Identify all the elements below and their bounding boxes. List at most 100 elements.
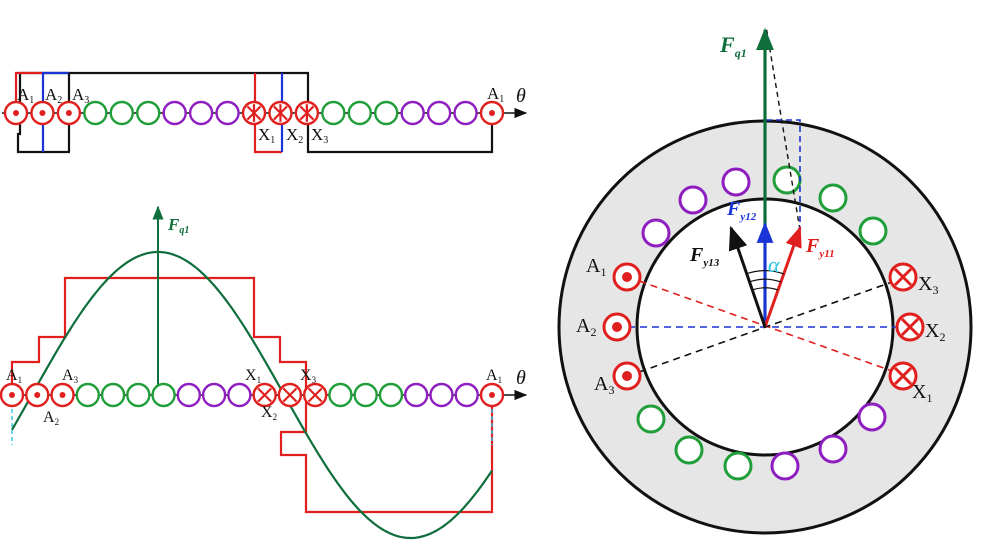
- top-slot-1: [3, 100, 29, 126]
- bottom-slot-16: [378, 382, 404, 408]
- top-slot-4: [83, 100, 108, 126]
- top-theta-label: θ: [516, 85, 526, 107]
- alpha-arc-2: [748, 278, 782, 283]
- svg-text:X3: X3: [311, 125, 328, 146]
- bottom-fq1-label: Fq1: [167, 215, 189, 236]
- ring-slot-12: [636, 404, 666, 434]
- top-slot-17: [426, 100, 452, 126]
- svg-text:A1: A1: [486, 367, 502, 385]
- label-a3: A3: [594, 373, 614, 397]
- top-slot-10: [241, 100, 267, 126]
- ring-slot-10: [723, 451, 753, 481]
- svg-text:A2: A2: [45, 85, 62, 106]
- bottom-slot-15: [353, 382, 378, 408]
- label-x1: X1: [912, 381, 932, 405]
- fy11-label: Fy11: [805, 235, 835, 260]
- bottom-theta-label: θ: [516, 367, 526, 389]
- svg-text:X2: X2: [261, 404, 277, 422]
- top-slot-2: [30, 100, 55, 126]
- top-slot-row: [3, 100, 505, 126]
- conductor-x2: [895, 312, 925, 342]
- ring-slot-7: [857, 402, 887, 432]
- ring-slot-8: [818, 434, 848, 464]
- bottom-slot-14: [328, 382, 353, 408]
- bottom-slot-7: [151, 382, 176, 408]
- bottom-lower-labels: A2 X2: [43, 404, 277, 427]
- bottom-slot-8: [176, 382, 202, 408]
- label-x2: X2: [925, 320, 945, 344]
- bottom-slot-20: [479, 382, 505, 408]
- stator-slot-ring: [636, 165, 888, 481]
- projection-dash-black: [765, 25, 801, 231]
- bottom-slot-2: [25, 382, 50, 408]
- stator-cross-section: A1 A2 A3 X3 X2 X1 α Fq1 Fy12 Fy13 Fy11: [557, 25, 973, 535]
- bottom-slot-12: [277, 382, 303, 408]
- bottom-slot-4: [75, 382, 100, 408]
- top-slot-5: [109, 100, 134, 126]
- conductor-a3: [612, 361, 642, 391]
- top-slot-13: [321, 100, 346, 126]
- top-red-x1-loop: [253, 73, 282, 154]
- alpha-arc-1: [751, 287, 779, 291]
- top-slot-15: [374, 100, 399, 126]
- top-slot-14: [347, 100, 372, 126]
- fy13-vector: [728, 225, 767, 328]
- svg-text:X2: X2: [286, 125, 303, 146]
- bottom-slot-1: [0, 382, 25, 408]
- top-slot-9: [215, 100, 240, 126]
- conductor-x1: [888, 361, 918, 391]
- label-a1: A1: [586, 255, 606, 279]
- ring-slot-5: [818, 183, 848, 213]
- top-end-label: A1: [487, 84, 504, 105]
- ring-slot-6: [858, 216, 888, 246]
- alpha-label: α: [768, 252, 780, 277]
- top-slot-18: [453, 100, 478, 126]
- svg-text:X1: X1: [258, 125, 275, 146]
- top-slot-7: [162, 100, 187, 126]
- label-x3: X3: [918, 273, 938, 297]
- conductor-a1: [612, 262, 642, 292]
- bottom-slot-5: [100, 382, 126, 408]
- bottom-slot-19: [454, 382, 479, 408]
- top-slot-8: [188, 100, 214, 126]
- top-winding-panel: θ A1 A2 A3 X1 X2 X3 A1: [2, 71, 528, 154]
- bottom-slot-10: [227, 382, 252, 408]
- ring-slot-9: [770, 451, 800, 481]
- bottom-slot-17: [404, 382, 429, 408]
- top-red-a1-loop: [14, 71, 42, 113]
- ring-slot-1: [678, 185, 708, 215]
- bottom-slot-row: [0, 382, 505, 408]
- label-a2: A2: [576, 315, 596, 339]
- conductor-x3: [888, 262, 918, 292]
- svg-text:A1: A1: [17, 85, 34, 106]
- svg-text:A3: A3: [72, 85, 89, 106]
- top-slot-11: [268, 100, 293, 126]
- bottom-slot-6: [126, 382, 151, 408]
- bottom-mmf-panel: θ Fq1 A1 A3 X1 X3 A1 A2 X2: [0, 205, 528, 540]
- ring-slot-2: [721, 167, 751, 197]
- conductor-a2: [602, 312, 632, 342]
- ring-slot-4: [772, 165, 802, 195]
- fq1-label: Fq1: [719, 32, 747, 60]
- bottom-slot-3: [50, 382, 75, 408]
- bottom-slot-13: [302, 382, 328, 408]
- ring-slot-11: [674, 435, 704, 465]
- fy11-vector: [763, 226, 802, 328]
- a3-x3-dashed-line: [627, 276, 907, 377]
- bottom-top-labels: A1 A3 X1 X3 A1: [6, 367, 502, 385]
- top-start-labels: A1 A2 A3: [17, 85, 89, 106]
- top-slot-12: [294, 100, 320, 126]
- svg-text:A3: A3: [62, 367, 79, 385]
- projection-dash-blue: [766, 119, 801, 230]
- top-blue-a2-loop: [41, 71, 69, 152]
- svg-text:X3: X3: [300, 367, 317, 385]
- top-slot-19: [479, 100, 505, 126]
- top-slot-16: [400, 100, 425, 126]
- fy13-label: Fy13: [689, 244, 720, 269]
- alpha-arc-3: [745, 270, 785, 275]
- top-slot-3: [56, 100, 82, 126]
- svg-text:A2: A2: [43, 409, 59, 427]
- top-slot-6: [136, 100, 161, 126]
- top-cross-labels: X1 X2 X3: [258, 125, 328, 146]
